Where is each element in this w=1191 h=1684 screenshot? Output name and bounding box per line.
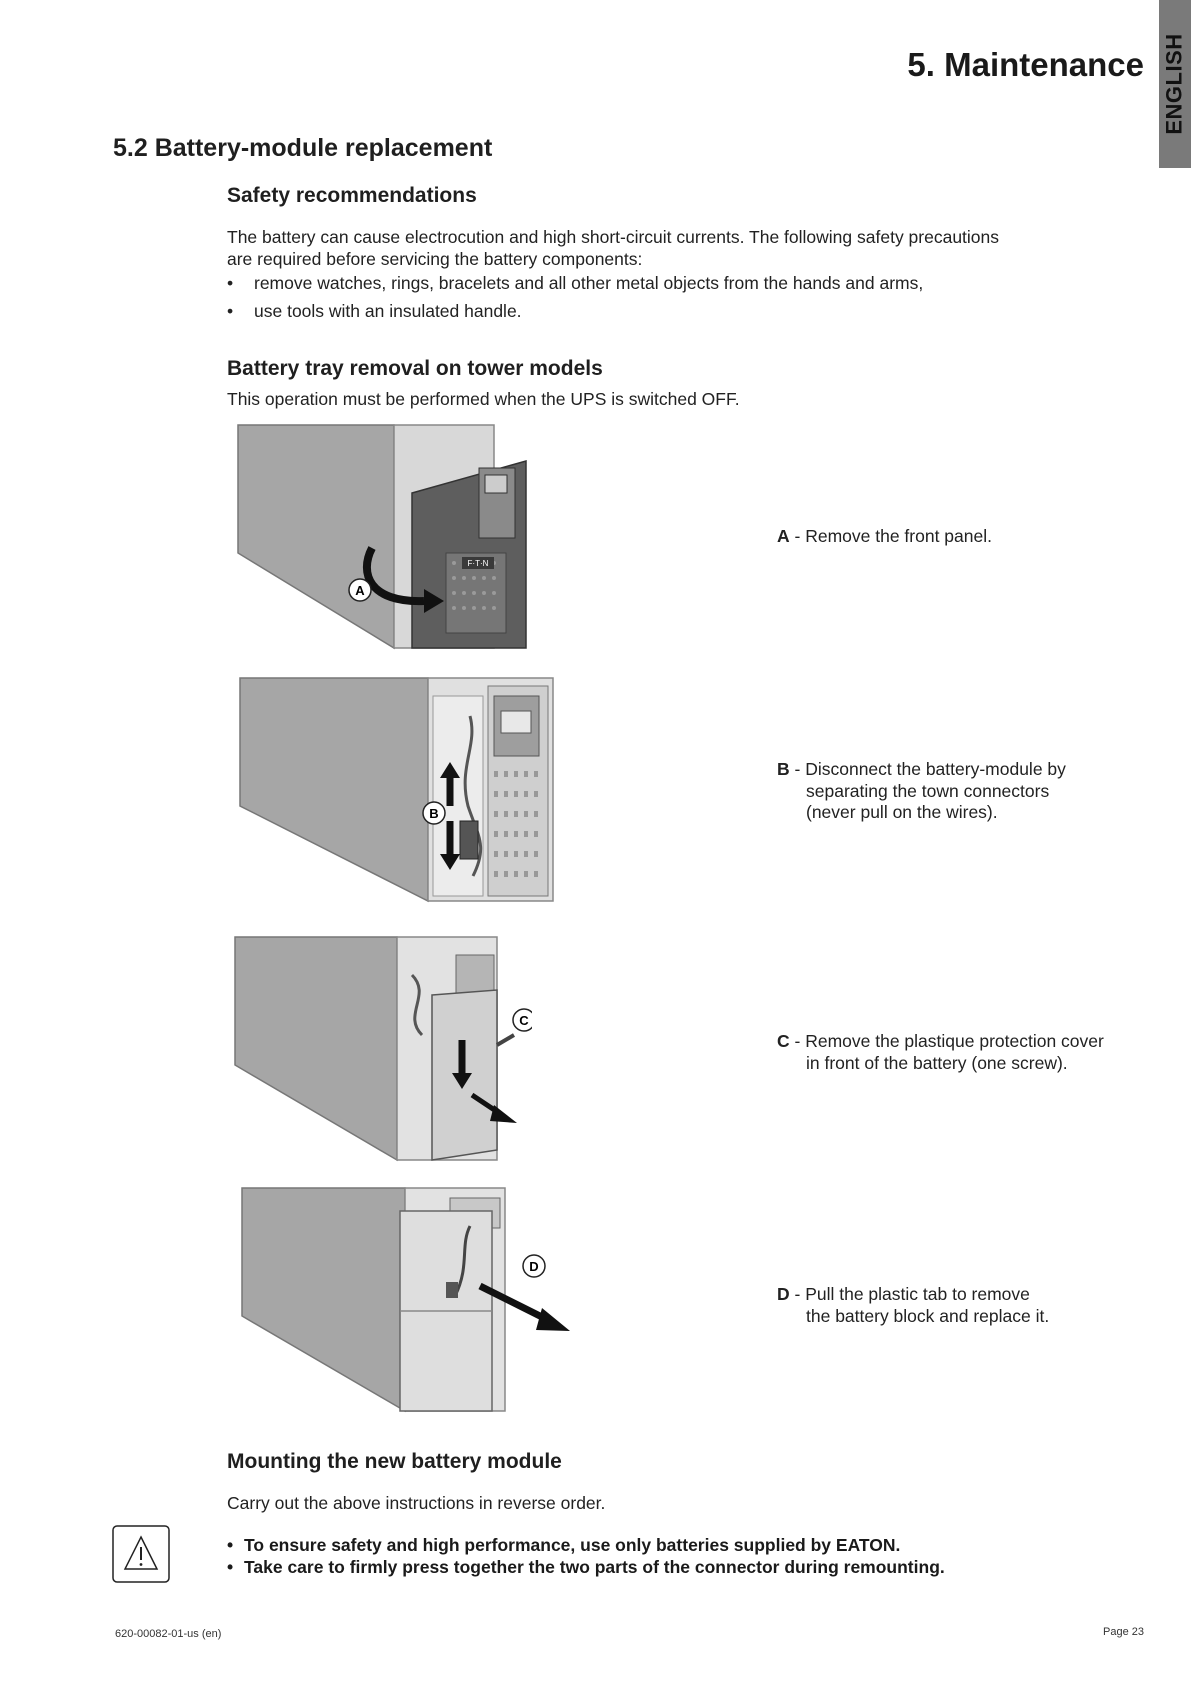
safety-heading: Safety recommendations: [227, 184, 477, 207]
svg-text:D: D: [529, 1259, 538, 1274]
step-d: D - Pull the plastic tab to remove the b…: [777, 1284, 1157, 1327]
step-text: Remove the plastique protection cover: [805, 1031, 1104, 1051]
warning-item: •Take care to firmly press together the …: [227, 1557, 945, 1577]
step-letter: B: [777, 759, 790, 779]
mounting-text: Carry out the above instructions in reve…: [227, 1493, 606, 1513]
figure-step-d: D: [241, 1187, 570, 1413]
figure-step-a: F·T·N A: [237, 424, 527, 650]
svg-text:A: A: [355, 583, 365, 598]
mounting-heading: Mounting the new battery module: [227, 1450, 562, 1473]
step-text: Remove the front panel.: [805, 526, 992, 546]
panel-logo: F·T·N: [468, 559, 489, 568]
chapter-title: 5. Maintenance: [907, 46, 1144, 83]
step-text: in front of the battery (one screw).: [806, 1052, 1068, 1073]
language-tab: ENGLISH: [1159, 0, 1191, 168]
step-letter: A: [777, 526, 790, 546]
safety-bullet-1: • remove watches, rings, bracelets and a…: [227, 273, 924, 293]
step-letter: C: [777, 1031, 790, 1051]
safety-intro-line-1: The battery can cause electrocution and …: [227, 227, 1000, 247]
step-c: C - Remove the plastique protection cove…: [777, 1031, 1157, 1074]
step-text: (never pull on the wires).: [806, 802, 998, 822]
safety-intro-line-2: are required before servicing the batter…: [227, 249, 643, 269]
step-text: the battery block and replace it.: [806, 1305, 1050, 1326]
safety-bullet-2: • use tools with an insulated handle.: [227, 301, 522, 321]
doc-id: 620-00082-01-us (en): [115, 1628, 222, 1640]
step-text: separating the town connectors: [806, 780, 1050, 801]
page-number: Page 23: [1103, 1626, 1144, 1638]
svg-text:C: C: [519, 1013, 529, 1028]
step-text: Disconnect the battery-module by: [805, 759, 1066, 779]
figure-step-c: C: [234, 936, 532, 1162]
safety-bullet-text: use tools with an insulated handle.: [254, 301, 522, 321]
svg-text:B: B: [429, 806, 438, 821]
step-b: B - Disconnect the battery-module by sep…: [777, 759, 1157, 824]
language-tab-label: ENGLISH: [1162, 33, 1188, 135]
safety-bullet-text: remove watches, rings, bracelets and all…: [254, 273, 924, 293]
warning-list: •To ensure safety and high performance, …: [227, 1534, 945, 1578]
step-a: A - Remove the front panel.: [777, 526, 992, 546]
removal-note: This operation must be performed when th…: [227, 389, 740, 409]
safety-intro: The battery can cause electrocution and …: [227, 226, 1107, 270]
step-text: Pull the plastic tab to remove: [805, 1284, 1030, 1304]
warning-icon: [112, 1525, 170, 1583]
section-title: 5.2 Battery-module replacement: [113, 134, 493, 162]
warning-item: •To ensure safety and high performance, …: [227, 1535, 901, 1555]
figure-step-b: B: [239, 677, 554, 903]
removal-heading: Battery tray removal on tower models: [227, 357, 603, 380]
step-letter: D: [777, 1284, 790, 1304]
